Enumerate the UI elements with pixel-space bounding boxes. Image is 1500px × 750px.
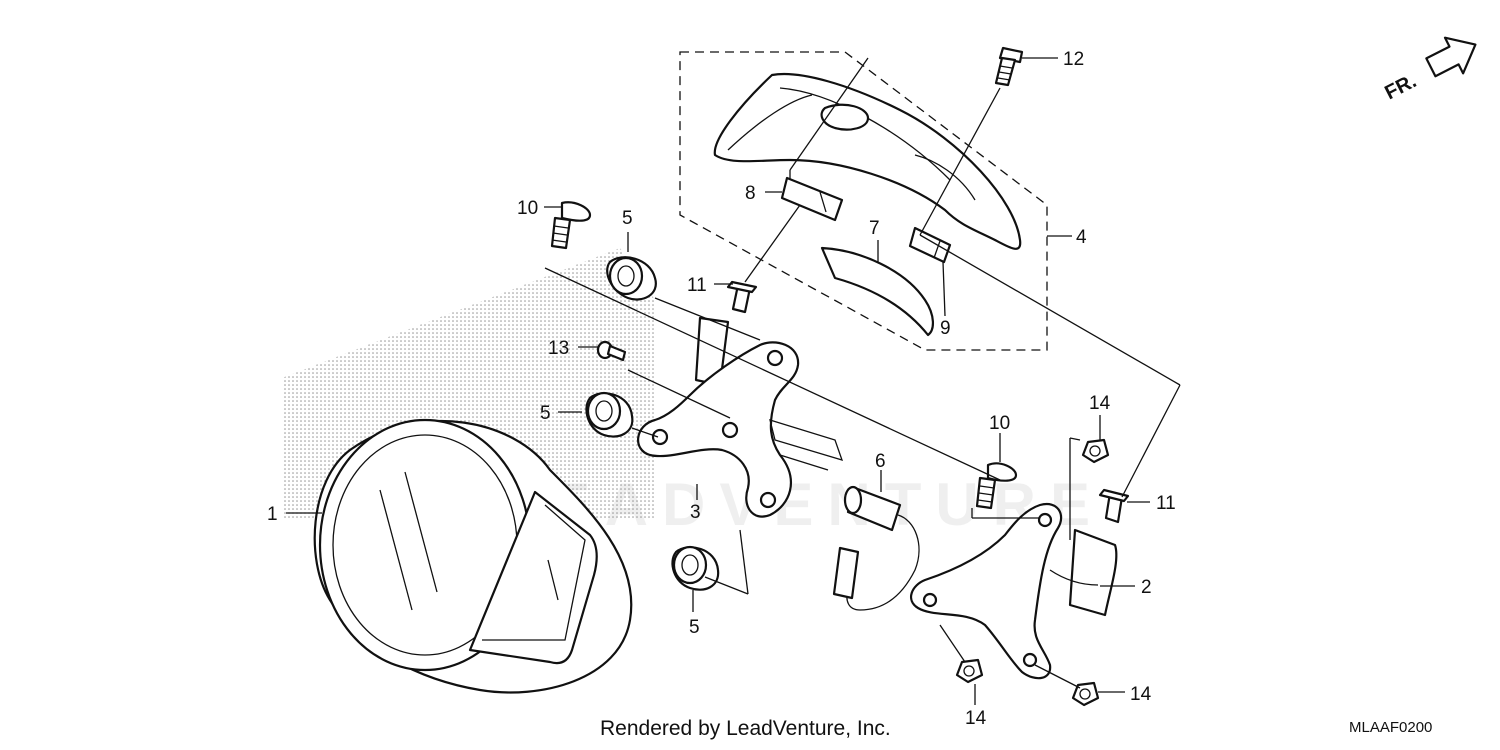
callout-10-left: 10 <box>517 198 538 219</box>
part-14-nut-bottom <box>1071 681 1100 707</box>
callouts: 1 2 3 4 5 5 5 6 7 8 9 10 10 11 11 12 13 … <box>267 49 1176 729</box>
callout-3: 3 <box>690 502 701 523</box>
callout-11-right: 11 <box>1156 493 1176 514</box>
cover-group-box <box>679 51 1048 351</box>
part-3-bracket <box>637 316 844 518</box>
callout-13: 13 <box>548 338 569 359</box>
callout-14-top: 14 <box>1089 393 1111 414</box>
part-11-collar-left <box>726 280 758 314</box>
callout-14-bottom: 14 <box>1130 684 1152 705</box>
callout-7: 7 <box>869 218 880 239</box>
part-5-grommet-bottom <box>671 545 720 591</box>
front-direction-arrow: FR. <box>1381 36 1477 104</box>
part-10-bolt-right <box>975 462 1018 510</box>
callout-1: 1 <box>267 504 278 525</box>
callout-10-right: 10 <box>989 413 1010 434</box>
callout-9: 9 <box>940 318 951 339</box>
part-12-bolt <box>994 46 1024 87</box>
leader-lines <box>286 57 1181 705</box>
part-9-pad <box>908 226 952 264</box>
part-11-collar-right <box>1098 488 1130 524</box>
part-14-nut-mid <box>955 658 984 684</box>
part-10-bolt-left <box>550 201 592 250</box>
part-6-harness <box>832 485 920 611</box>
callout-6: 6 <box>875 451 886 472</box>
diagram-code: MLAAF0200 <box>1349 719 1433 736</box>
part-8-pad <box>780 176 844 222</box>
part-5-grommet-top <box>606 256 657 301</box>
part-1-meter-assembly <box>313 418 633 694</box>
callout-8: 8 <box>745 183 756 204</box>
part-13-screw <box>596 340 627 362</box>
callout-11-left: 11 <box>687 275 707 296</box>
part-2-bracket <box>909 502 1118 680</box>
callout-12: 12 <box>1063 49 1084 70</box>
part-5-grommet-mid <box>585 391 634 438</box>
callout-14-mid: 14 <box>965 708 987 729</box>
callout-4: 4 <box>1076 227 1087 248</box>
callout-5-top: 5 <box>622 208 633 229</box>
part-4-meter-cover <box>713 73 1022 250</box>
callout-5-bottom: 5 <box>689 617 700 638</box>
part-14-nut-top <box>1081 438 1110 464</box>
callout-5-mid: 5 <box>540 403 551 424</box>
part-7-pad <box>820 246 934 337</box>
front-direction-label: FR. <box>1381 70 1420 104</box>
callout-2: 2 <box>1141 577 1152 598</box>
render-credit: Rendered by LeadVenture, Inc. <box>600 717 891 740</box>
